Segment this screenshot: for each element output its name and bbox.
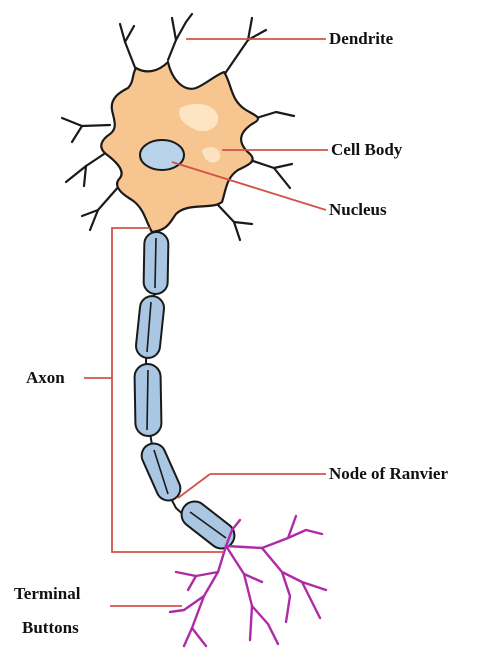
- label-cell-body: Cell Body: [331, 140, 402, 160]
- label-axon: Axon: [26, 368, 65, 388]
- label-terminal-buttons-line1: Terminal: [14, 584, 80, 604]
- label-dendrite: Dendrite: [329, 29, 393, 49]
- label-terminal-buttons-line2: Buttons: [22, 618, 79, 638]
- node-of-ranvier-leader: [178, 474, 210, 498]
- nucleus: [140, 140, 184, 170]
- terminal-branches: [170, 516, 326, 646]
- myelin-sheath: [134, 232, 239, 554]
- label-nucleus: Nucleus: [329, 200, 387, 220]
- label-node-of-ranvier: Node of Ranvier: [329, 464, 448, 484]
